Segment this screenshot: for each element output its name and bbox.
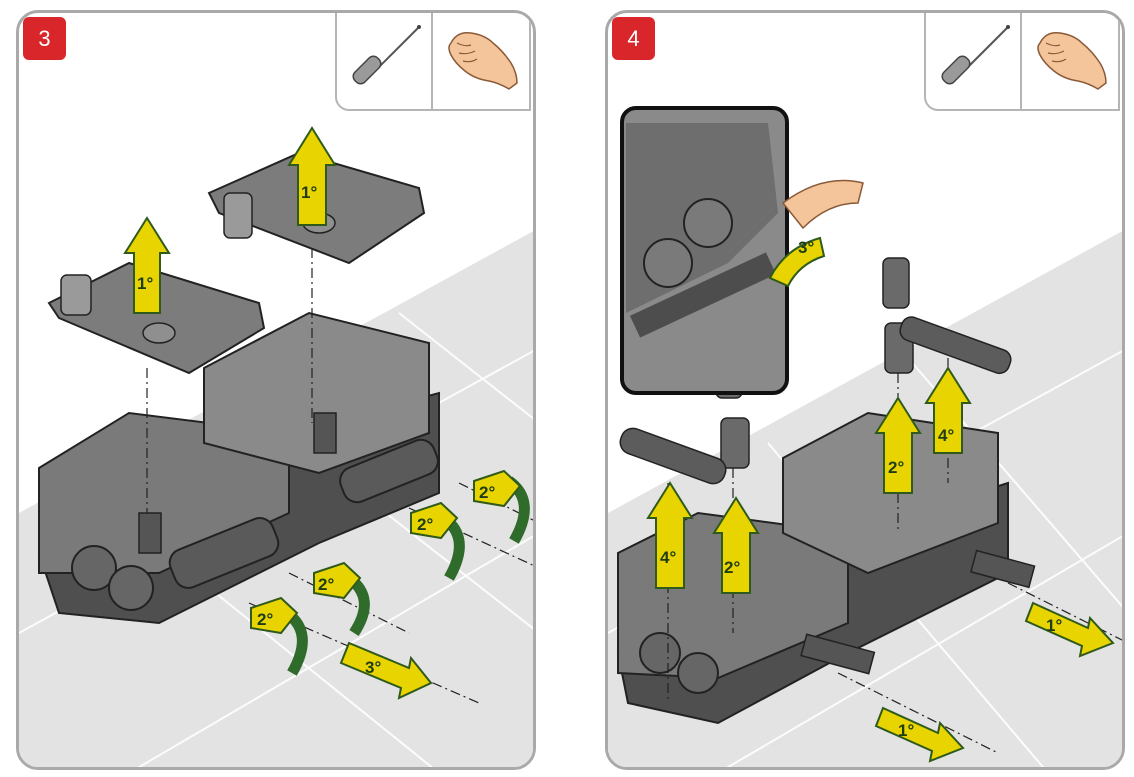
arrow-label: 2°: [479, 483, 495, 502]
connector-plug-3: [882, 257, 910, 309]
arrow-label: 1°: [137, 274, 153, 293]
arrow-label: 3°: [365, 658, 381, 677]
arrow-label: 1°: [898, 721, 914, 740]
step-number-badge: 3: [23, 17, 66, 60]
arrow-label: 2°: [257, 610, 273, 629]
arrow-lift-2-left: 2°: [712, 496, 760, 594]
arrow-rotate-3: 2°: [410, 501, 459, 540]
tool-slot-screwdriver: [924, 13, 1022, 111]
assembly-scene-3: 1° 1° 2° 2° 2° 2° 3°: [19, 126, 533, 767]
cover-strip-left: [619, 427, 727, 485]
step-panel-3: 3: [16, 10, 536, 770]
cover-plate-left: [47, 261, 266, 375]
arrow-label: 1°: [1046, 616, 1062, 635]
arrow-rotate-2: 2°: [313, 561, 362, 600]
arrow-label: 4°: [938, 426, 954, 445]
arrow-label: 4°: [660, 548, 676, 567]
arrow-label: 3°: [798, 238, 814, 257]
hand-icon: [1037, 31, 1107, 90]
pump-base-housing: [37, 311, 440, 625]
step-panel-4: 4: [605, 10, 1125, 770]
arrow-lift-2-right: 2°: [874, 396, 922, 494]
arrow-rotate-1: 2°: [250, 596, 299, 635]
tools-box: [335, 13, 533, 111]
arrow-rotate-inset: 3°: [768, 236, 826, 288]
arrow-label: 1°: [301, 183, 317, 202]
tools-box: [924, 13, 1122, 111]
arrow-pull-left: 1°: [874, 706, 965, 763]
arrow-rotate-4: 2°: [473, 469, 522, 508]
arrow-label: 2°: [417, 515, 433, 534]
cover-strip-right: [899, 316, 1012, 375]
arrow-lift-left: 1°: [123, 216, 171, 314]
screwdriver-icon: [352, 25, 421, 85]
detail-inset: [620, 106, 864, 395]
arrow-label: 2°: [724, 558, 740, 577]
connector-plug-2: [720, 417, 750, 469]
arrow-pull-right: 1°: [1024, 601, 1115, 658]
step-number-badge: 4: [612, 17, 655, 60]
tool-slot-hand: [433, 13, 531, 111]
hand-icon: [781, 179, 864, 230]
arrow-label: 2°: [318, 575, 334, 594]
assembly-scene-4: 3° 4° 2° 2° 4° 1° 1°: [608, 106, 1122, 767]
arrow-lift-4-left: 4°: [646, 481, 694, 589]
arrow-pull: 3°: [339, 641, 433, 700]
tool-slot-hand: [1022, 13, 1120, 111]
arrow-label: 2°: [888, 458, 904, 477]
hand-icon: [448, 31, 518, 90]
tool-slot-screwdriver: [335, 13, 433, 111]
screwdriver-icon: [941, 25, 1010, 85]
arrow-lift-4-right: 4°: [924, 366, 972, 454]
arrow-lift-right: 1°: [287, 126, 337, 226]
